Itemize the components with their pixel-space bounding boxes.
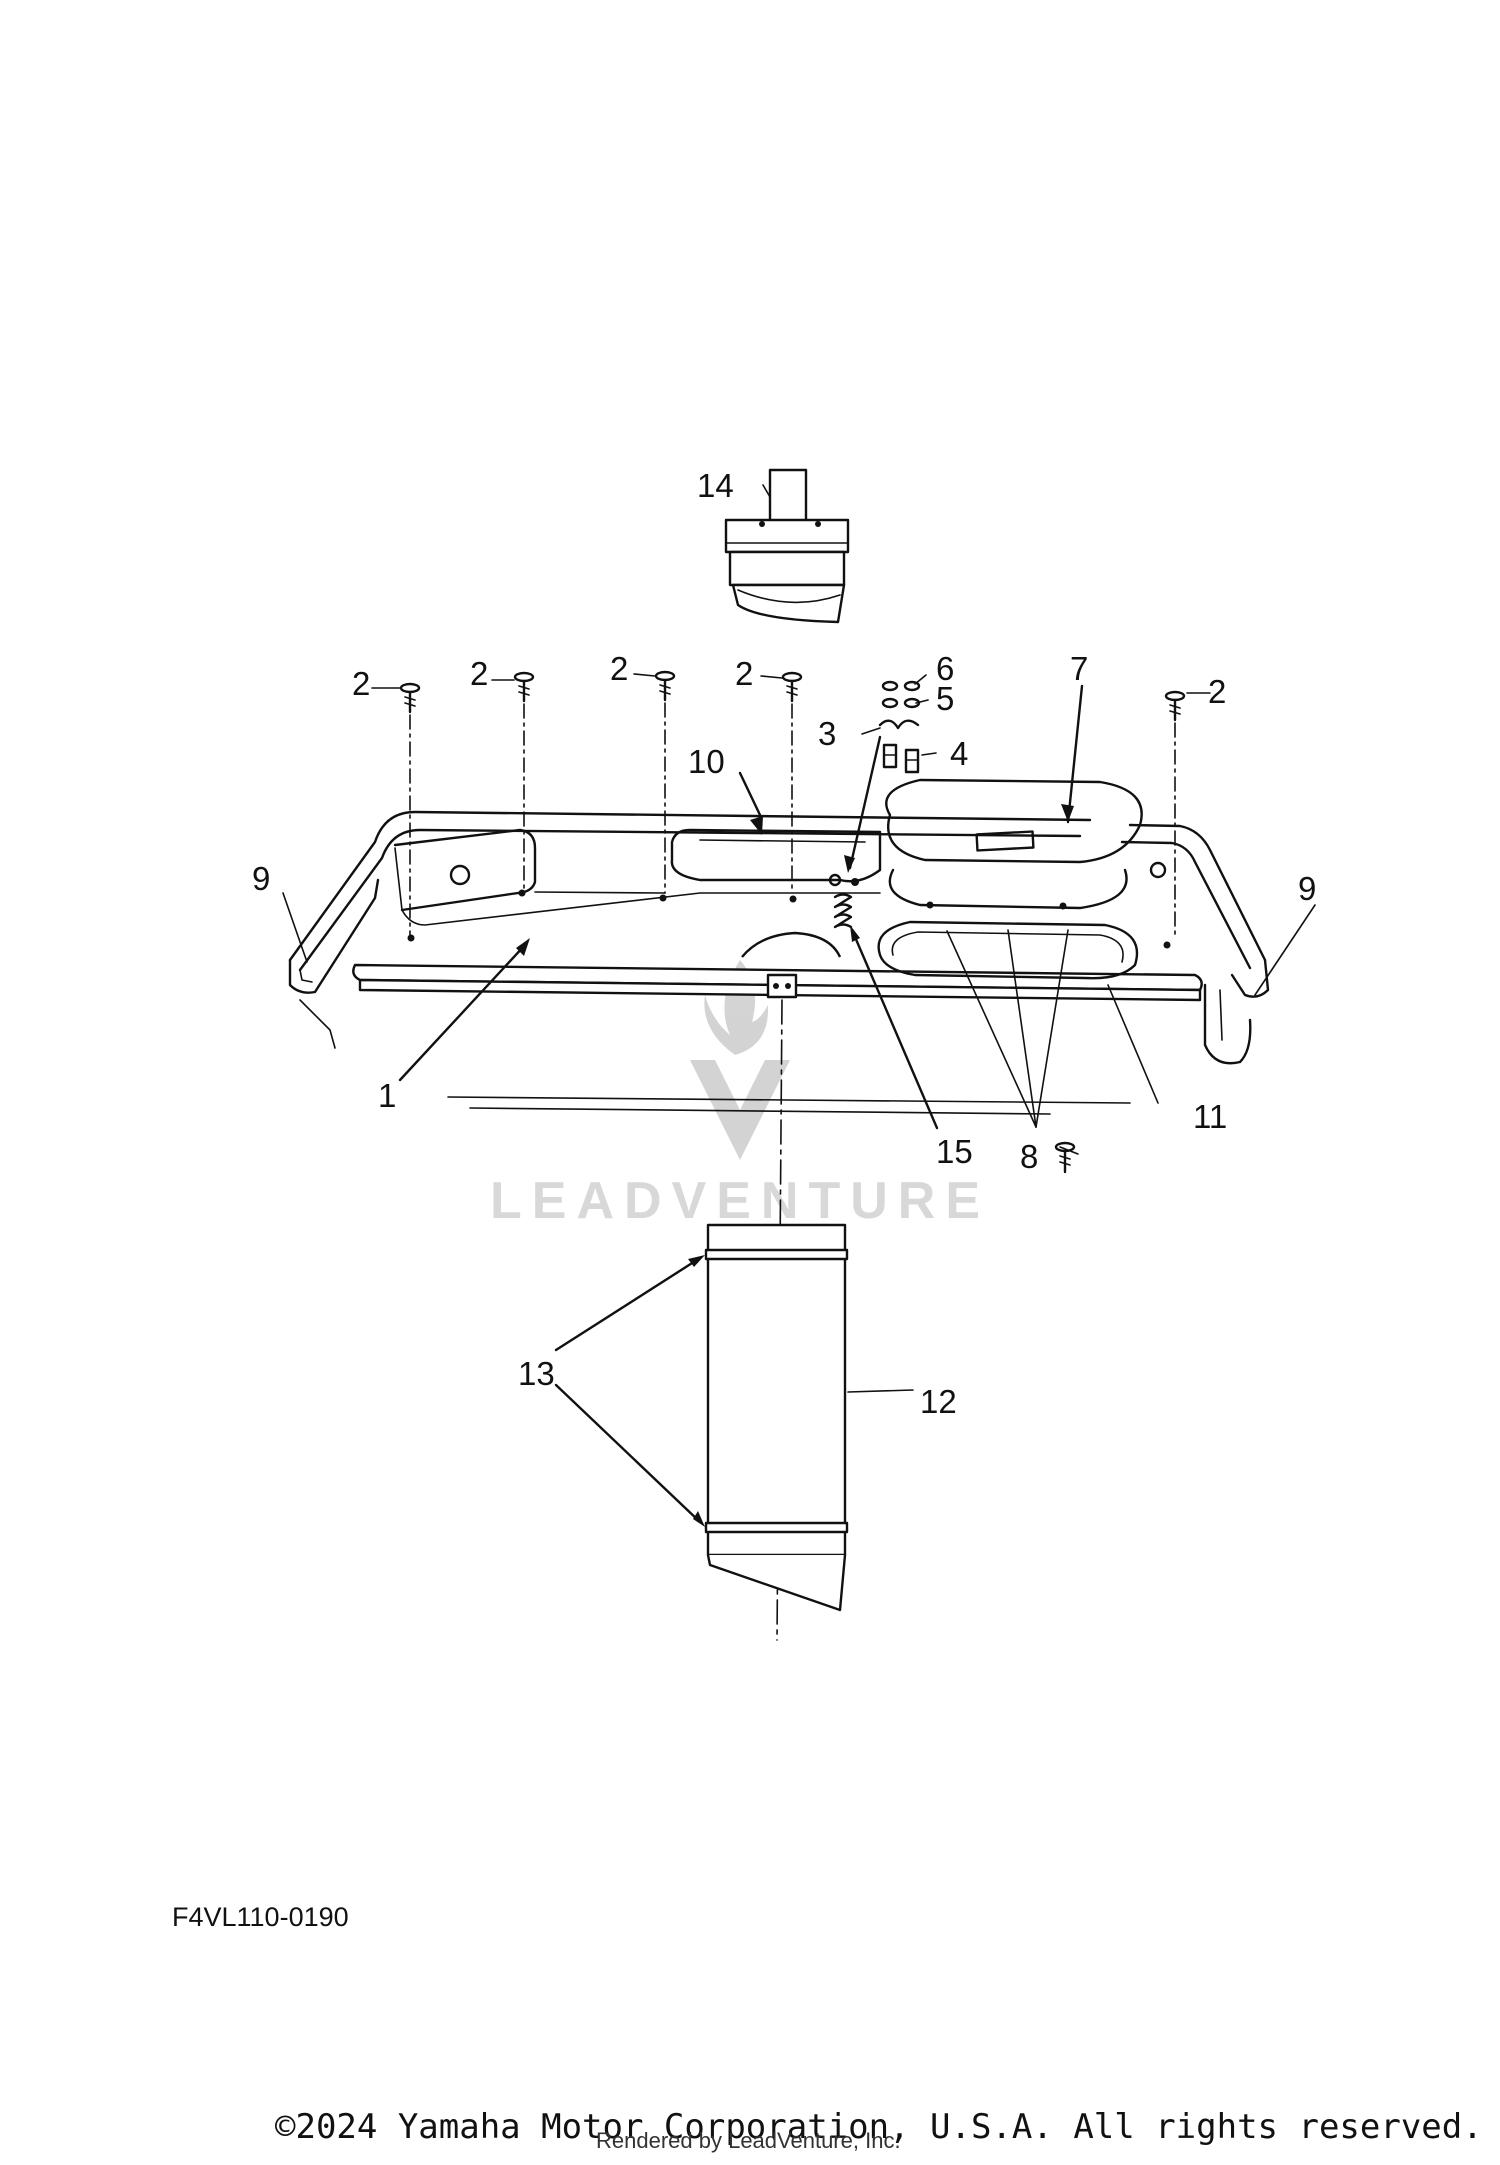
callout-4: 4 <box>950 735 968 772</box>
leader-lines <box>282 484 1316 1527</box>
part-12-tube <box>704 1223 849 1612</box>
callout-15: 15 <box>936 1133 973 1170</box>
copyright-notice: ©2024 Yamaha Motor Corporation, U.S.A. A… <box>275 2107 1483 2147</box>
screw-icon <box>1164 690 1186 722</box>
callout-2: 2 <box>735 655 753 692</box>
diagram-code: F4VL110-0190 <box>172 1902 349 1932</box>
screw-icon <box>781 671 803 703</box>
part-13-clamp-top <box>704 1248 849 1261</box>
callout-2: 2 <box>1208 673 1226 710</box>
callout-1: 1 <box>378 1077 396 1114</box>
screws-2 <box>399 670 1186 936</box>
callout-5: 5 <box>936 680 954 717</box>
screw-icon <box>513 671 535 703</box>
callout-2: 2 <box>470 655 488 692</box>
part-14-fitting <box>724 468 850 624</box>
callouts: 14 2 2 2 2 2 6 5 3 4 7 10 9 9 1 11 15 8 … <box>252 467 1316 1420</box>
part-7-hatch-lid <box>885 778 1143 910</box>
watermark-text: LEADVENTURE <box>490 1172 990 1230</box>
callout-11: 11 <box>1193 1098 1227 1135</box>
callout-9: 9 <box>1298 870 1316 907</box>
callout-8: 8 <box>1020 1138 1038 1175</box>
rendered-by-credit: Rendered by LeadVenture, Inc. <box>596 2128 901 2153</box>
callout-2: 2 <box>352 665 370 702</box>
callout-2: 2 <box>610 650 628 687</box>
screw-icon <box>399 682 421 714</box>
callout-14: 14 <box>697 467 734 504</box>
base-lines <box>447 1096 1131 1115</box>
callout-7: 7 <box>1070 650 1088 687</box>
callout-6: 6 <box>936 650 954 687</box>
screw-icon <box>654 670 676 702</box>
callout-3: 3 <box>818 715 836 752</box>
screw-8-icon <box>1054 1141 1076 1174</box>
callout-10: 10 <box>688 743 725 780</box>
callout-12: 12 <box>920 1383 957 1420</box>
part-1-deck <box>288 810 1270 1065</box>
callout-13: 13 <box>518 1355 555 1392</box>
part-13-clamp-bottom <box>704 1521 849 1534</box>
watermark: LEADVENTURE <box>490 960 990 1230</box>
parts-3-6-hardware <box>878 680 921 774</box>
callout-9: 9 <box>252 860 270 897</box>
